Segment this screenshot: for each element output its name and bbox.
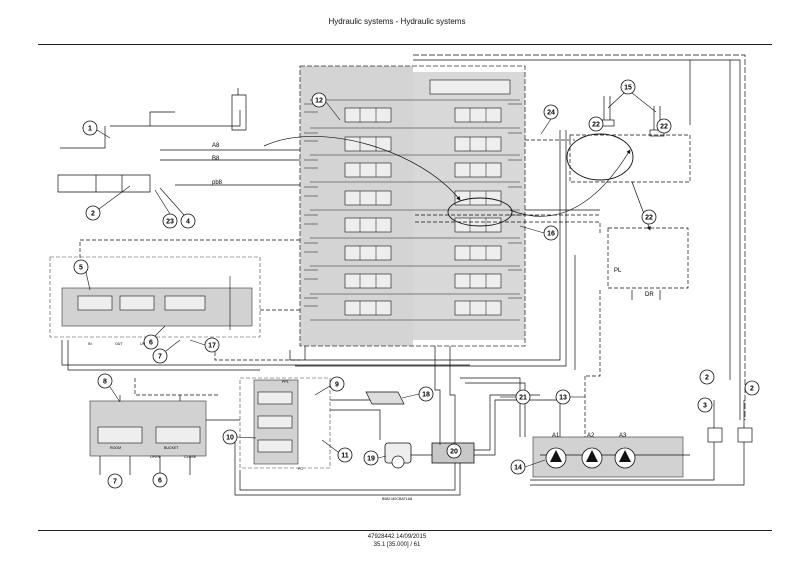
diagram-labels: A8 B8 pb8 PL DR A1 A2 A3 ROOM BUCKET OPE… xyxy=(88,143,654,501)
callout-17: 17 xyxy=(204,337,220,353)
label-up: UP xyxy=(140,342,146,346)
highlight-ellipse-right xyxy=(566,133,634,181)
label-in: IN xyxy=(88,342,92,346)
engine-motor-icon xyxy=(384,442,412,469)
svg-text:11: 11 xyxy=(341,453,349,460)
pump-a3-icon xyxy=(614,447,636,469)
callout-21: 21 xyxy=(515,389,531,405)
callout-10: 10 xyxy=(222,429,238,445)
svg-text:3: 3 xyxy=(703,403,707,410)
pump-a2-icon xyxy=(581,447,603,469)
label-pb8: pb8 xyxy=(212,180,223,186)
label-pc: PC xyxy=(298,467,303,471)
callout-5: 5 xyxy=(73,259,89,275)
callout-19: 19 xyxy=(363,450,379,466)
page-title: Hydraulic systems - Hydraulic systems xyxy=(328,17,466,26)
callout-6b: 6 xyxy=(152,472,168,488)
callout-2: 2 xyxy=(85,205,101,221)
callout-16: 16 xyxy=(543,225,559,241)
callout-8: 8 xyxy=(97,373,113,389)
callout-markers: 1 2 23 4 12 24 15 22 22 16 22 5 6 7 17 8… xyxy=(73,79,760,489)
callout-11: 11 xyxy=(337,447,353,463)
svg-text:7: 7 xyxy=(113,479,117,486)
svg-text:14: 14 xyxy=(514,465,522,472)
footer-page-ref: 35.1 [35.000] / 61 xyxy=(373,542,421,548)
svg-text:19: 19 xyxy=(367,456,375,463)
bottom-frame-line xyxy=(38,530,772,531)
svg-text:16: 16 xyxy=(547,231,555,238)
label-dr: DR xyxy=(645,292,654,298)
footer-doc-ref: 47928442 14/09/2015 xyxy=(367,534,427,540)
svg-text:1: 1 xyxy=(88,126,92,133)
svg-text:4: 4 xyxy=(186,219,190,226)
callout-24: 24 xyxy=(543,104,559,120)
svg-text:20: 20 xyxy=(450,449,458,456)
svg-text:12: 12 xyxy=(315,98,323,105)
callout-12: 12 xyxy=(311,92,327,108)
svg-text:2: 2 xyxy=(705,375,709,382)
label-a1: A1 xyxy=(552,433,560,439)
callout-22c: 22 xyxy=(641,209,657,225)
svg-text:8: 8 xyxy=(103,379,107,386)
svg-text:6: 6 xyxy=(149,340,153,347)
svg-text:13: 13 xyxy=(559,395,567,402)
label-a8: A8 xyxy=(212,143,220,149)
svg-text:18: 18 xyxy=(422,392,430,399)
room-bucket-valve-block xyxy=(89,400,207,457)
callout-4: 4 xyxy=(180,213,196,229)
pilot-joystick-block xyxy=(49,256,261,338)
label-schematic-ref: B982 M2CBAT1A8 xyxy=(382,497,412,501)
callout-leaders xyxy=(85,92,657,468)
callout-6a: 6 xyxy=(143,334,159,350)
label-pl: PL xyxy=(614,268,622,274)
svg-text:23: 23 xyxy=(166,219,174,226)
callout-1: 1 xyxy=(82,120,98,136)
callout-9: 9 xyxy=(329,376,345,392)
svg-text:24: 24 xyxy=(547,110,555,117)
label-a2: A2 xyxy=(587,433,595,439)
callout-2b: 2 xyxy=(699,369,715,385)
callout-15: 15 xyxy=(620,79,636,95)
callout-2c: 2 xyxy=(744,380,760,396)
svg-text:9: 9 xyxy=(335,382,339,389)
svg-text:17: 17 xyxy=(208,343,216,350)
label-room: ROOM xyxy=(110,446,121,450)
callout-3: 3 xyxy=(697,397,713,413)
hydraulic-lines xyxy=(57,54,753,496)
label-b8: B8 xyxy=(212,156,220,162)
callout-13: 13 xyxy=(555,389,571,405)
highlight-ellipse xyxy=(447,197,513,227)
svg-text:21: 21 xyxy=(519,395,527,402)
label-open: OPEN xyxy=(150,455,161,459)
svg-text:2: 2 xyxy=(91,211,95,218)
svg-text:2: 2 xyxy=(750,386,754,393)
label-bucket: BUCKET xyxy=(164,446,179,450)
svg-text:10: 10 xyxy=(226,435,234,442)
callout-7b: 7 xyxy=(107,473,123,489)
callout-20: 20 xyxy=(446,443,462,459)
solenoid-valve-block xyxy=(239,377,331,469)
svg-text:5: 5 xyxy=(79,265,83,272)
main-control-valve-block xyxy=(299,65,526,347)
top-frame-line xyxy=(38,44,772,45)
label-pp1: PP1 xyxy=(282,380,289,384)
callout-23: 23 xyxy=(162,213,178,229)
callout-18: 18 xyxy=(418,386,434,402)
svg-text:7: 7 xyxy=(158,354,162,361)
label-out: OUT xyxy=(115,342,123,346)
pedal-valve-icon xyxy=(365,391,405,405)
svg-text:22: 22 xyxy=(645,215,653,222)
callout-14: 14 xyxy=(510,459,526,475)
svg-text:6: 6 xyxy=(158,478,162,485)
callout-22b: 22 xyxy=(656,118,672,134)
label-a3: A3 xyxy=(619,433,627,439)
svg-text:22: 22 xyxy=(592,122,600,129)
pump-a1-icon xyxy=(545,447,567,469)
callout-22a: 22 xyxy=(588,116,604,132)
label-close: CLOSE xyxy=(184,455,197,459)
callout-7a: 7 xyxy=(152,348,168,364)
svg-text:22: 22 xyxy=(660,124,668,131)
svg-text:15: 15 xyxy=(624,85,632,92)
